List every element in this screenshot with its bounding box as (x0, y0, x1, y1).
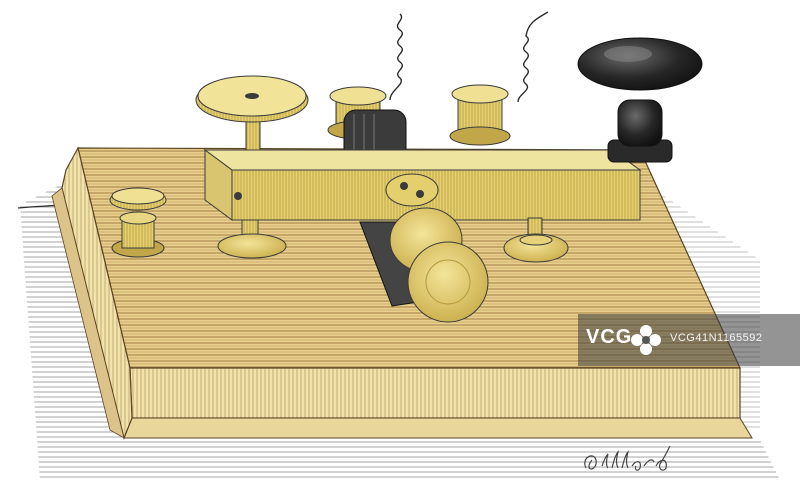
pivot-discs (385, 173, 489, 323)
adjustment-screw-left (195, 75, 309, 159)
coiled-wire-left (389, 13, 403, 101)
artist-signature (584, 446, 671, 471)
watermark-flower-icon (631, 325, 661, 355)
watermark-logo: VCG (586, 326, 633, 348)
adjustment-screw-right (503, 217, 569, 263)
coiled-wire-right (517, 11, 549, 103)
binding-post-left (109, 187, 167, 258)
key-knob (577, 37, 703, 163)
contact-screw-lower (217, 219, 287, 259)
watermark: VCG VCG41N1165592 (578, 314, 800, 366)
binding-post-rear-right (449, 84, 511, 146)
watermark-id: VCG41N1165592 (670, 332, 763, 344)
